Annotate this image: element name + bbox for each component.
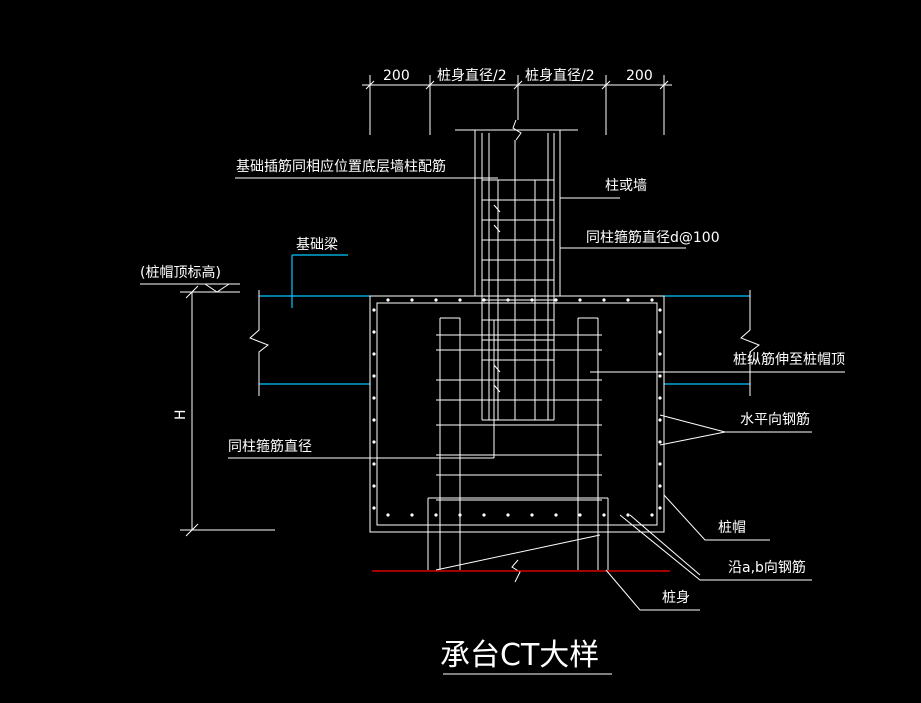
label-cap-top-elevation: (桩帽顶标高) (140, 264, 221, 281)
top-dimension-chain (362, 75, 672, 135)
label-stirrup-spacing: 同柱箍筋直径d@100 (586, 229, 720, 246)
label-base-dowel: 基础插筋同相应位置底层墙柱配筋 (236, 158, 446, 175)
dim-200-left: 200 (383, 68, 410, 84)
drawing-title: 承台CT大样 (440, 638, 599, 673)
label-pile-body: 桩身 (662, 589, 690, 606)
foundation-beam (259, 254, 750, 385)
label-ab-rebar: 沿a,b向钢筋 (728, 559, 806, 576)
dim-200-right: 200 (626, 68, 653, 84)
leader-lines (228, 177, 845, 611)
label-pile-longitudinal: 桩纵筋伸至桩帽顶 (733, 351, 845, 368)
cap-rebar-dots (372, 298, 662, 517)
beam-break-marks (249, 290, 761, 396)
label-horizontal-rebar: 水平向钢筋 (740, 411, 810, 428)
label-stirrup-dia: 同柱箍筋直径 (228, 438, 312, 455)
dim-pile-half-right: 桩身直径/2 (525, 67, 595, 84)
column (455, 119, 578, 421)
label-column-or-wall: 柱或墙 (605, 178, 647, 194)
pile-cap (369, 295, 665, 583)
height-dimension (140, 283, 275, 537)
height-label: H (173, 409, 189, 420)
label-pile-cap: 桩帽 (718, 519, 746, 536)
dim-pile-half-left: 桩身直径/2 (437, 67, 507, 84)
label-foundation-beam: 基础梁 (296, 236, 338, 253)
